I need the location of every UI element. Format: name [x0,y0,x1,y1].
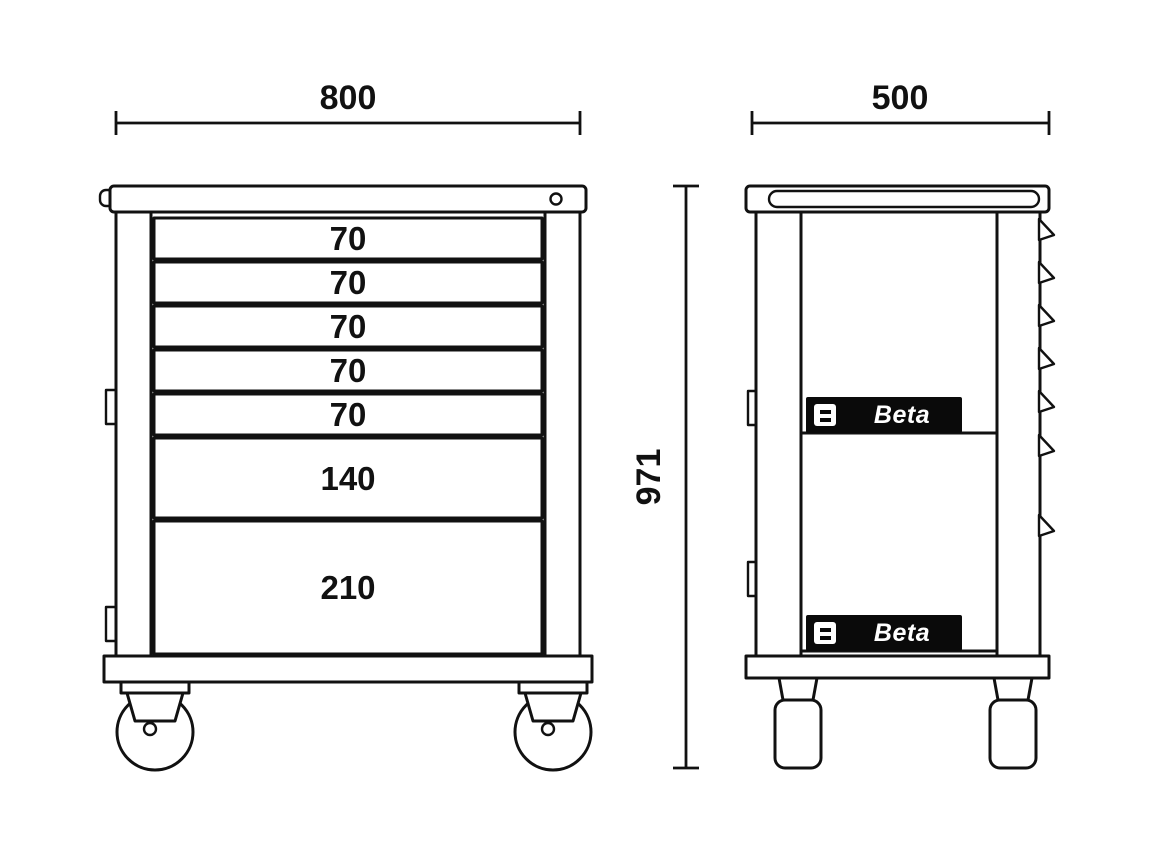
brand-emblem-slot [820,410,831,414]
right-caster-plate [517,680,589,695]
drawer-lip-profile-7 [1037,513,1056,538]
side-view: 500 Beta [744,79,1056,770]
right-caster-bolt [540,721,556,737]
drawer-front-4 [152,348,544,393]
drawer-front-5 [152,392,544,437]
drawer-front-1 [152,216,544,261]
brand-emblem-icon [814,404,836,426]
drawer-height-label-6: 140 [320,460,375,497]
drawer-height-label-2: 70 [330,264,367,301]
drawer-lip-profile-2 [1037,260,1056,285]
left-caster-bolt [142,721,158,737]
right-caster-fork [523,691,583,723]
brand-logo-upper: Beta [806,397,962,433]
left-caster [115,680,195,772]
brand-logo-lower: Beta [806,615,962,651]
height-dimension-label: 971 [630,449,668,506]
drawer-lip-profile-1 [1037,217,1056,242]
front-right-rail [543,210,582,658]
front-base [102,654,594,684]
front-top-cap [108,184,588,214]
drawer-lip-profile-3 [1037,303,1056,328]
drawer-front-2 [152,260,544,305]
side-left-wheel-bracket [777,676,819,702]
side-right-wheel [988,676,1038,770]
side-left-wheel-tread [773,698,823,770]
front-left-rail [114,210,153,658]
drawer-height-label-1: 70 [330,220,367,257]
drawer-front-3 [152,304,544,349]
side-worktop-inset [767,189,1041,209]
left-caster-plate [119,680,191,695]
drawer-height-label-7: 210 [320,569,375,606]
width-dimension-label: 800 [320,79,377,117]
left-caster-fork [125,691,185,723]
top-cap-hole [549,192,563,206]
brand-emblem-slot [820,628,831,632]
drawer-lip-profile-4 [1037,346,1056,371]
drawer-front-6 [152,436,544,520]
dimension-height: 971 [630,184,699,770]
side-base [744,654,1051,680]
brand-emblem-slot [820,636,831,640]
brand-emblem-icon [814,622,836,644]
drawer-stack: 70 70 70 70 70 140 210 [152,216,544,656]
brand-wordmark: Beta [874,619,930,647]
right-caster [513,680,593,772]
drawer-height-label-5: 70 [330,396,367,433]
drawer-lip-profiles [1037,217,1056,538]
side-right-wheel-tread [988,698,1038,770]
dimension-depth: 500 [750,79,1051,135]
drawer-height-label-4: 70 [330,352,367,389]
brand-wordmark: Beta [874,401,930,429]
depth-dimension-label: 500 [872,79,929,117]
brand-emblem-slot [820,418,831,422]
drawer-height-label-3: 70 [330,308,367,345]
drawer-lip-profile-5 [1037,389,1056,414]
front-view: 800 70 70 70 70 70 140 210 [98,79,594,772]
drawer-front-7 [152,519,544,656]
side-left-wheel [773,676,823,770]
side-right-wheel-bracket [992,676,1034,702]
brand-logo-upper-panel [806,397,962,433]
drawer-lip-profile-6 [1037,433,1056,458]
dimension-width: 800 [114,79,582,135]
brand-logo-lower-panel [806,615,962,651]
